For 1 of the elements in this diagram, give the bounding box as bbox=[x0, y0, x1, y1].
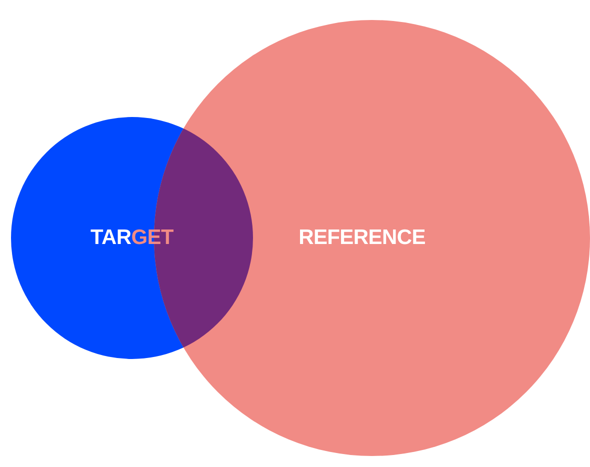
set-label: REFERENCE bbox=[298, 226, 426, 250]
